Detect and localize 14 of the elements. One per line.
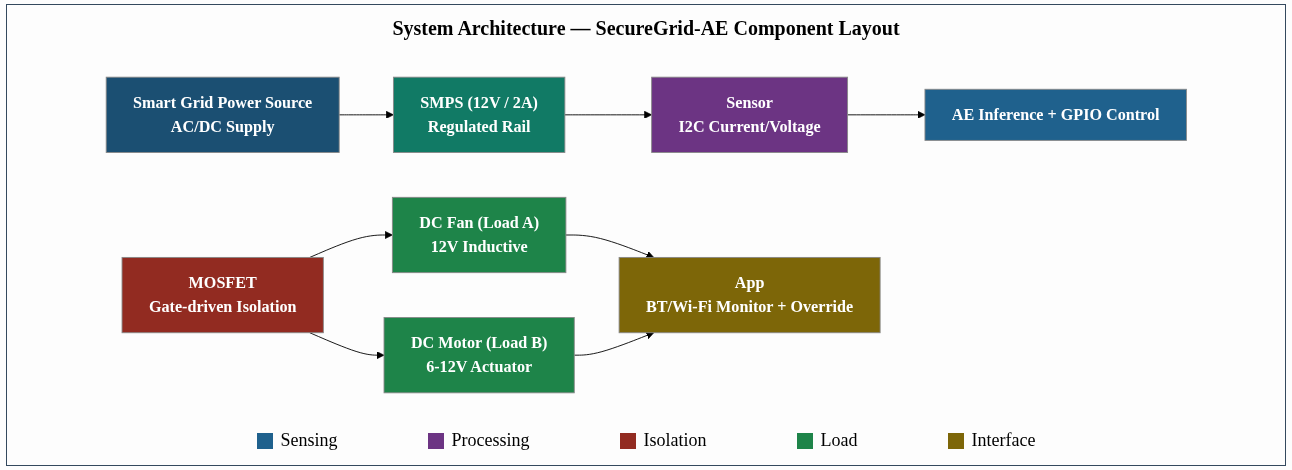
node-box: DC Fan (Load A) 12V Inductive bbox=[391, 196, 567, 274]
node-box: AE Inference + GPIO Control bbox=[924, 88, 1187, 141]
node-box: App BT/Wi-Fi Monitor + Override bbox=[618, 256, 881, 334]
legend-label: Load bbox=[820, 430, 858, 451]
node-box: MOSFET Gate-driven Isolation bbox=[121, 256, 324, 334]
legend-label: Processing bbox=[451, 430, 530, 451]
legend-label: Interface bbox=[971, 430, 1036, 451]
diagram-title: System Architecture — SecureGrid-AE Component Layout bbox=[392, 17, 900, 40]
legend-label: Isolation bbox=[643, 430, 707, 451]
node-box: DC Motor (Load B) 6-12V Actuator bbox=[383, 317, 575, 394]
node-box: Sensor I2C Current/Voltage bbox=[650, 76, 848, 153]
legend-label: Sensing bbox=[280, 430, 338, 451]
node-box: SMPS (12V / 2A) Regulated Rail bbox=[392, 76, 565, 153]
node-box: Smart Grid Power Source AC/DC Supply bbox=[105, 76, 340, 153]
